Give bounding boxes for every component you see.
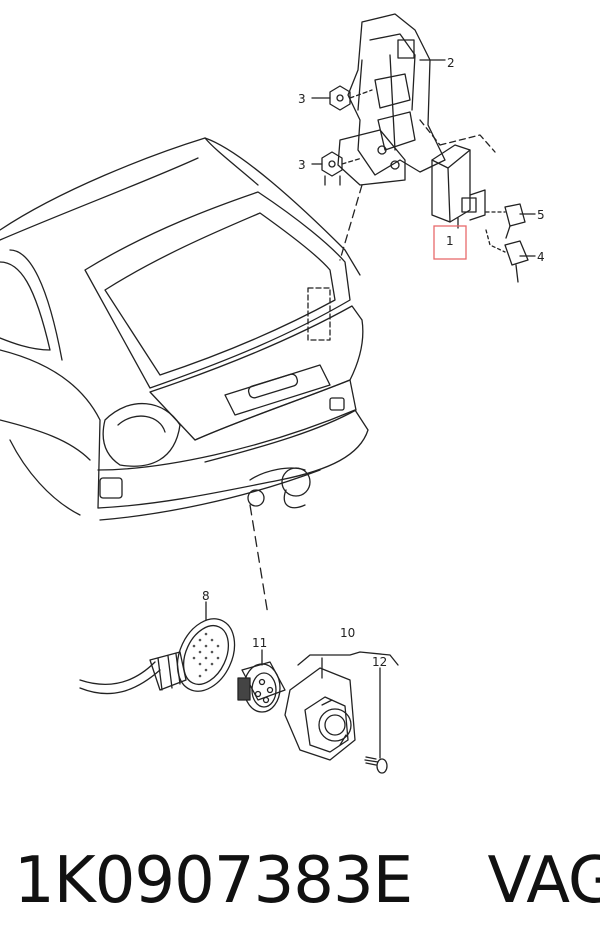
callout-11: 11 — [252, 636, 267, 650]
cable-grommet — [79, 618, 236, 695]
socket-housing — [284, 667, 356, 761]
car-body — [0, 137, 369, 521]
part-number-text: 1K0907383E — [14, 844, 413, 918]
callout-10: 10 — [340, 626, 355, 640]
callout-1-highlight — [433, 225, 467, 260]
footer-caption: 1K0907383E VAG — [14, 826, 600, 936]
contact-insert — [237, 661, 286, 713]
screw — [364, 756, 388, 774]
callout-12: 12 — [372, 655, 387, 669]
callout-8: 8 — [202, 589, 210, 603]
callout-4: 4 — [537, 250, 545, 264]
nut-lower — [321, 151, 343, 186]
connector-plug-4 — [485, 229, 529, 283]
callout-2: 2 — [447, 56, 455, 70]
nut-upper — [329, 85, 351, 111]
brand-text: VAG — [487, 844, 600, 918]
callout-3-lower: 3 — [298, 158, 306, 172]
connector-plug-5 — [485, 203, 526, 239]
callout-1: 1 — [446, 234, 454, 248]
callout-5: 5 — [537, 208, 545, 222]
control-unit — [431, 144, 486, 223]
callout-3-upper: 3 — [298, 92, 306, 106]
parts-diagram: 1 2 3 3 4 5 8 10 11 12 — [0, 13, 545, 774]
grommet-dots — [192, 632, 220, 678]
bracket-part — [337, 13, 446, 186]
